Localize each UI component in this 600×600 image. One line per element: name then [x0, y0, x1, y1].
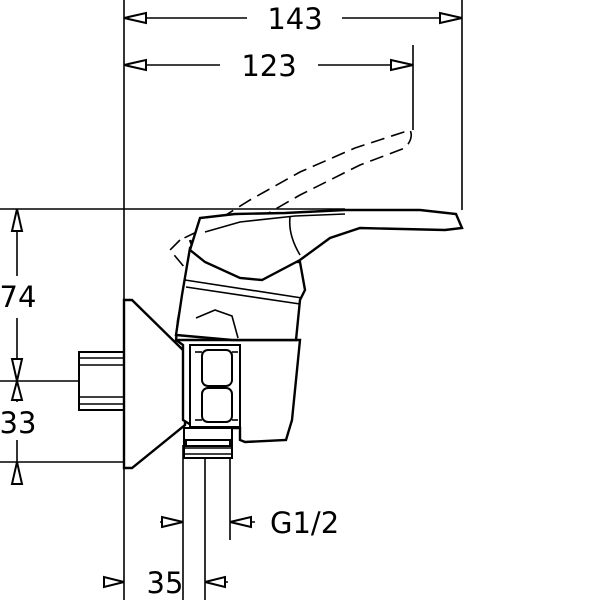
- dimension-g12-label: G1/2: [270, 506, 339, 540]
- dimension-g12: G1/2: [160, 506, 339, 540]
- dimension-74-label: 74: [0, 280, 36, 314]
- dimension-143: 143: [123, 2, 463, 36]
- hex-connector: [189, 344, 241, 428]
- dimension-33-label: 33: [0, 406, 36, 440]
- lever-handle: [188, 208, 464, 282]
- dimension-143-label: 143: [267, 2, 322, 36]
- dimension-35-label: 35: [147, 566, 184, 600]
- dimension-123: 123: [123, 49, 414, 83]
- dimension-74: 74: [0, 208, 36, 382]
- dimension-33: 33: [0, 377, 36, 485]
- body-seam-2: [185, 286, 301, 305]
- dimension-35: 35: [103, 566, 228, 600]
- lever-handle-detail: [204, 213, 346, 256]
- outlet-spigot: [183, 427, 233, 459]
- body-shoulder: [195, 309, 239, 339]
- inlet-pipe: [78, 351, 125, 411]
- dimension-123-label: 123: [241, 49, 296, 83]
- escutcheon: [122, 298, 187, 470]
- body-seam: [184, 279, 303, 299]
